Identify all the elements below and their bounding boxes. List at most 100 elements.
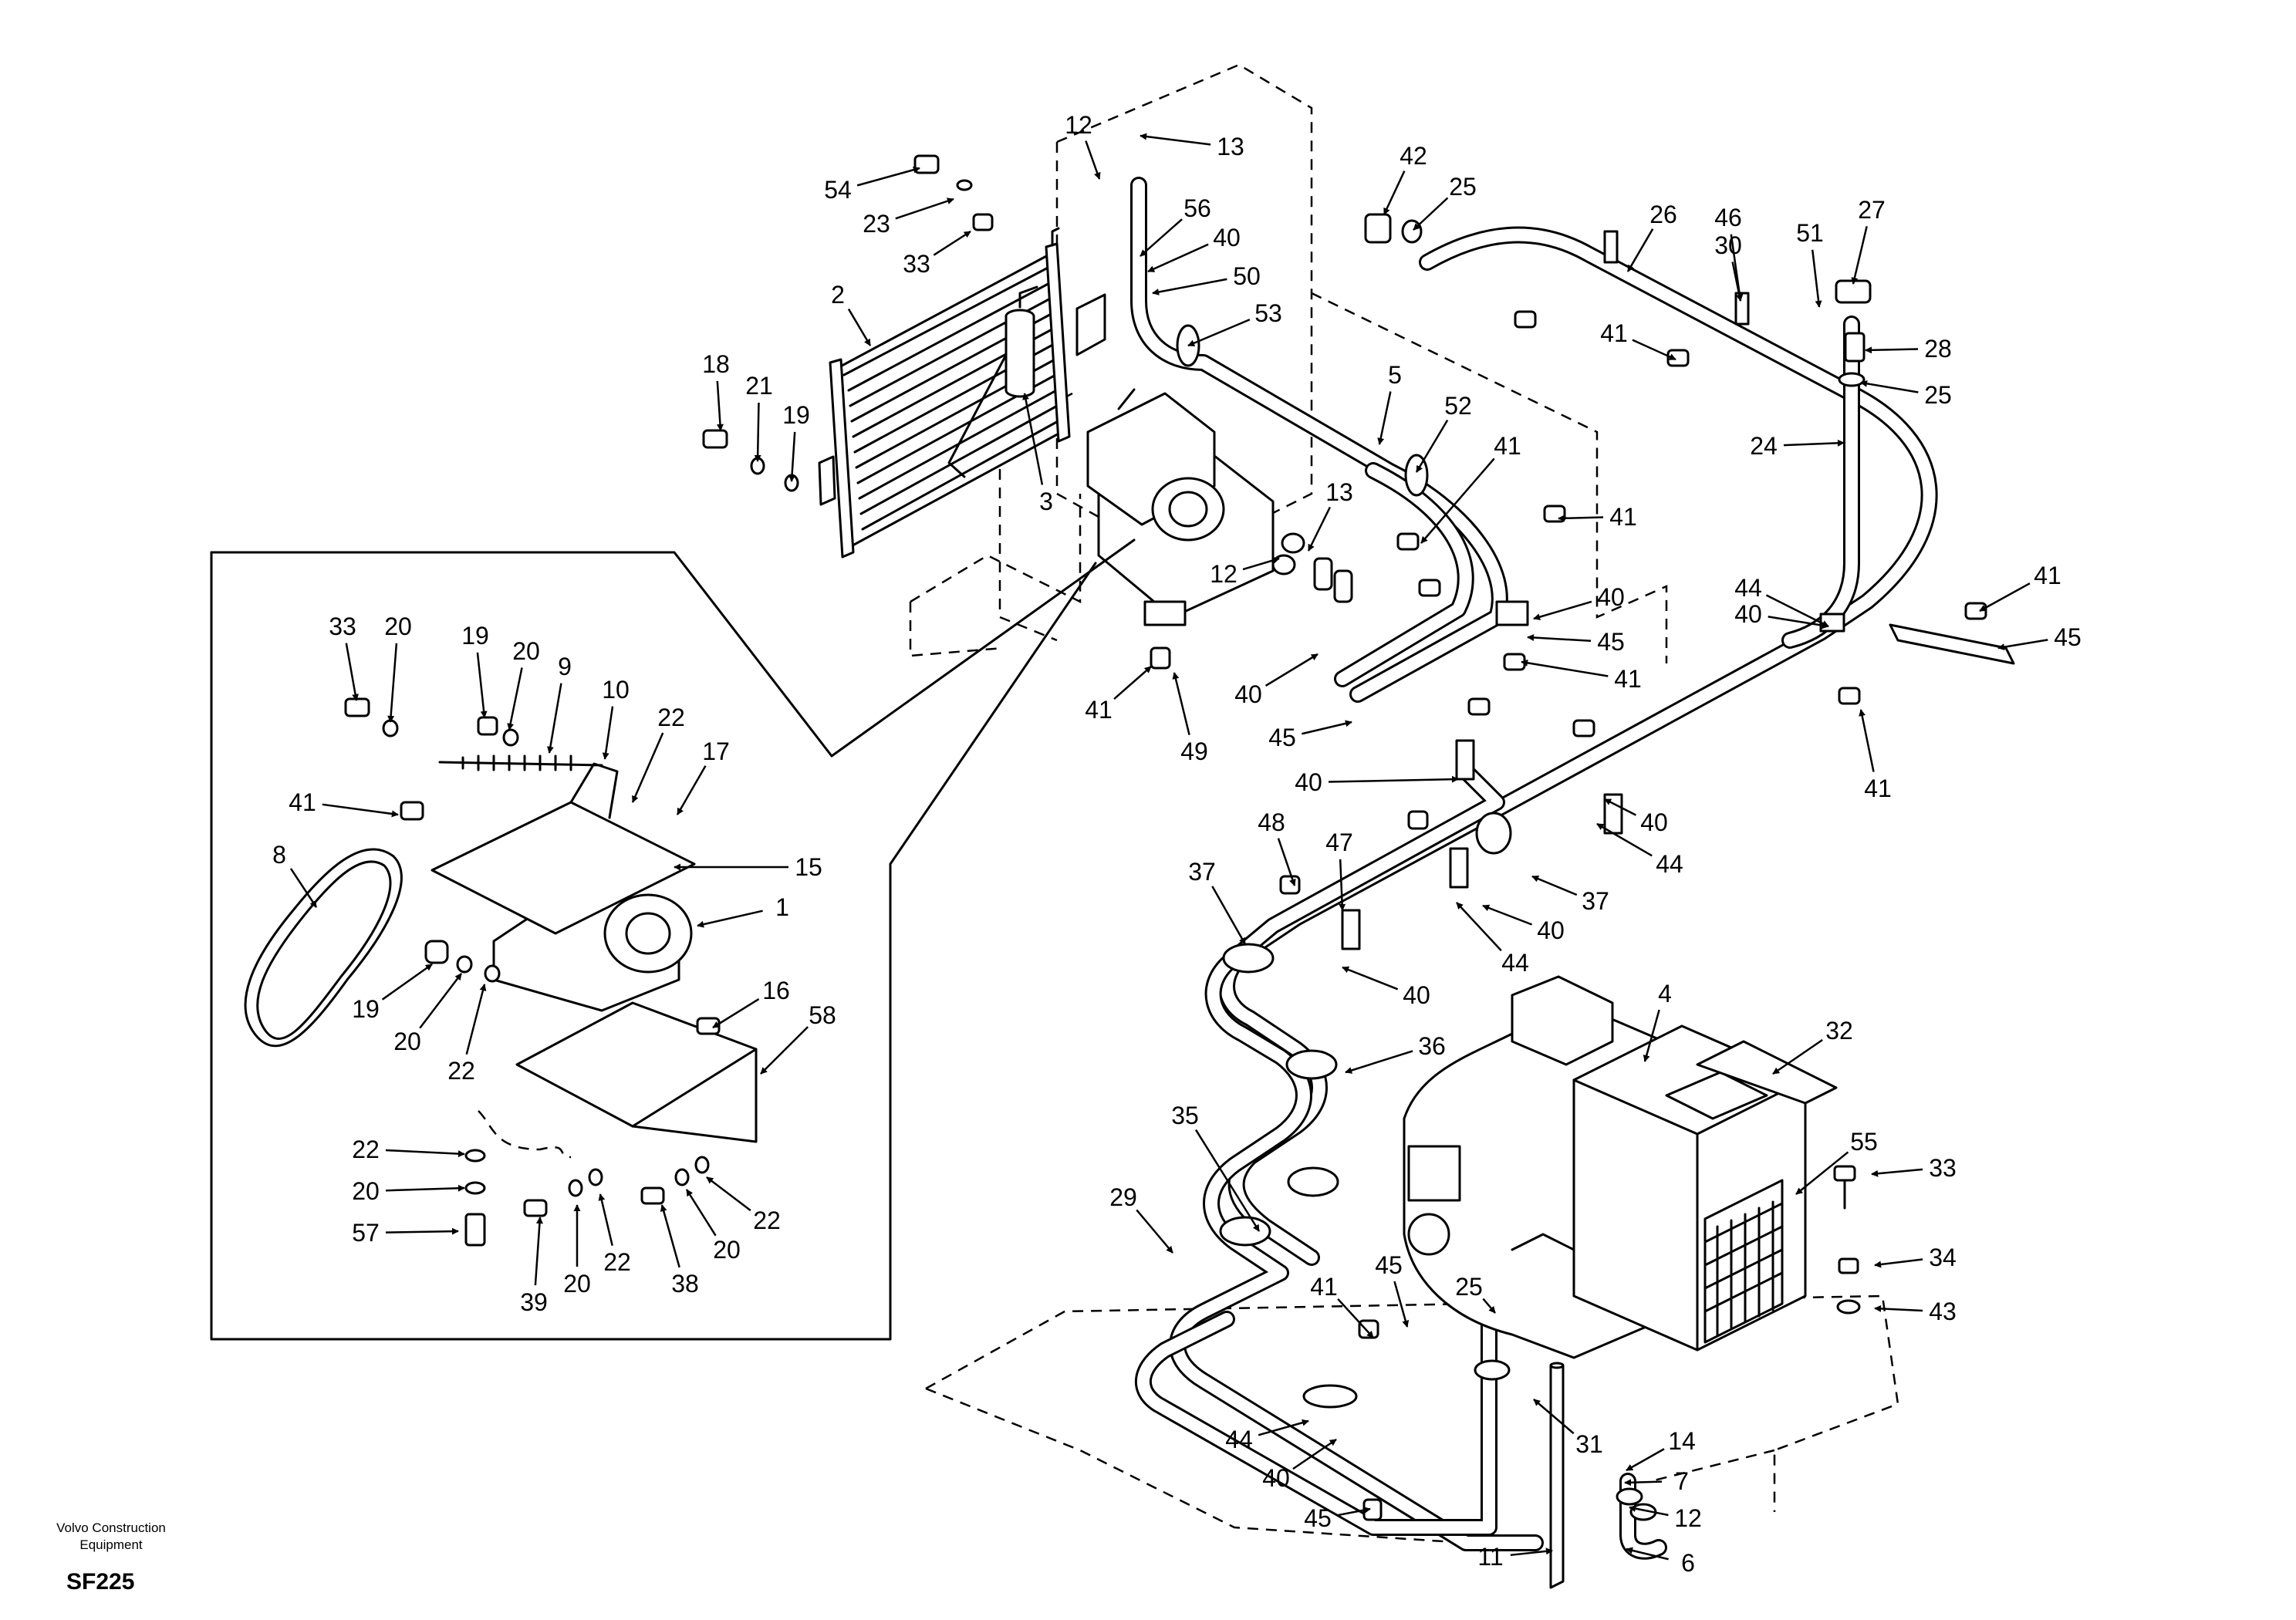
part-number-label: 50	[1233, 262, 1261, 290]
leader-line	[289, 868, 318, 908]
callout-c-28: 28	[1865, 335, 1952, 363]
callout-c-44d: 44	[1225, 1419, 1309, 1453]
leader-line	[1871, 1168, 1923, 1177]
leader-line	[1624, 1479, 1663, 1487]
leader-line	[1626, 1547, 1669, 1561]
part-number-label: 45	[1304, 1504, 1332, 1532]
part-number-label: 45	[1375, 1251, 1403, 1279]
leader-line	[1147, 243, 1209, 273]
callout-c-37a: 37	[1531, 875, 1609, 915]
part-number-label: 4	[1658, 980, 1672, 1007]
callout-c-51: 51	[1796, 219, 1824, 308]
part-number-label: 6	[1681, 1549, 1695, 1577]
part-number-label: 40	[1213, 224, 1241, 251]
part-number-label: 41	[1600, 319, 1628, 347]
callout-c-49: 49	[1172, 672, 1208, 765]
part-number-label: 29	[1109, 1183, 1137, 1211]
callout-c-41f: 41	[1979, 562, 2061, 613]
leader-line	[476, 652, 488, 718]
hvac-fasteners	[1833, 1165, 1861, 1315]
callout-d-9: 9	[546, 653, 572, 754]
callout-c-25b: 25	[1860, 380, 1952, 409]
leader-line	[1979, 582, 2031, 613]
leader-line	[1337, 1298, 1374, 1338]
leader-line	[1242, 557, 1280, 571]
compressor-top	[1086, 388, 1275, 619]
leader-line	[1393, 1281, 1410, 1328]
part-number-label: 41	[1494, 432, 1521, 460]
part-number-label: 40	[1537, 916, 1565, 944]
callout-c-44b: 44	[1596, 822, 1683, 878]
part-number-label: 41	[1864, 775, 1892, 802]
part-number-label: 20	[713, 1236, 741, 1264]
callout-d-22a: 22	[631, 704, 685, 803]
part-number-label: 24	[1750, 432, 1778, 460]
part-number-label: 25	[1449, 173, 1477, 201]
part-number-label: 45	[1597, 628, 1625, 656]
part-number-label: 48	[1258, 808, 1285, 836]
leader-line	[1339, 859, 1346, 911]
leader-line	[1632, 339, 1676, 361]
callout-c-35: 35	[1171, 1102, 1261, 1232]
callout-c-40f: 40	[1604, 798, 1668, 836]
leader-line	[1194, 1129, 1261, 1232]
part-number-label: 51	[1796, 219, 1824, 247]
leader-line	[788, 431, 796, 482]
leader-line	[1626, 228, 1654, 272]
receiver-drier	[947, 285, 1038, 478]
callout-d-57: 57	[352, 1219, 459, 1247]
part-number-label: 44	[1734, 574, 1762, 602]
part-number-label: 20	[563, 1270, 591, 1298]
callout-d-19a: 19	[461, 622, 489, 718]
callout-c-45b: 45	[1268, 720, 1352, 751]
callout-c-42: 42	[1383, 142, 1427, 215]
part-number-label: 22	[657, 704, 685, 731]
part-number-label: 20	[393, 1028, 421, 1055]
part-number-label: 22	[603, 1248, 631, 1276]
part-number-label: 40	[1640, 808, 1668, 836]
callout-c-40i: 40	[1262, 1438, 1337, 1492]
part-number-label: 25	[1924, 381, 1952, 409]
callout-c-41a: 41	[1600, 319, 1676, 361]
part-number-label: 34	[1929, 1244, 1957, 1271]
callout-c-50: 50	[1152, 262, 1261, 295]
part-number-label: 36	[1418, 1032, 1446, 1060]
leader-line	[660, 1204, 680, 1268]
inset-base-plate	[478, 1001, 758, 1159]
part-number-label: 3	[1039, 488, 1053, 515]
leader-line	[1152, 278, 1227, 295]
callout-d-22e: 22	[706, 1176, 781, 1234]
part-number-label: 16	[762, 977, 790, 1004]
callout-c-33a: 33	[903, 230, 971, 278]
part-number-label: 35	[1171, 1102, 1199, 1129]
callout-d-22d: 22	[598, 1193, 631, 1276]
part-number-label: 41	[2034, 562, 2061, 589]
leader-line	[1731, 262, 1743, 302]
part-number-label: 41	[1609, 503, 1637, 531]
callout-d-20a: 20	[384, 613, 412, 723]
callout-c-40c: 40	[1234, 653, 1319, 708]
callout-c-13a: 13	[1140, 133, 1244, 160]
part-number-label: 45	[1268, 724, 1296, 751]
callout-c-41d: 41	[1521, 659, 1642, 693]
part-number-label: 22	[352, 1136, 380, 1163]
leader-line	[507, 667, 523, 731]
part-number-label: 41	[1310, 1273, 1338, 1301]
callout-c-5: 5	[1377, 361, 1402, 445]
callout-c-48: 48	[1258, 808, 1296, 886]
part-number-label: 40	[1234, 680, 1262, 708]
part-number-label: 45	[2054, 623, 2082, 651]
leader-line	[1510, 1547, 1553, 1557]
part-number-label: 9	[558, 653, 572, 680]
part-number-label: 33	[329, 613, 356, 640]
callout-c-7: 7	[1624, 1467, 1689, 1495]
leader-line	[712, 998, 760, 1029]
leader-line	[697, 910, 763, 928]
callout-d-39: 39	[520, 1217, 548, 1316]
part-number-label: 55	[1850, 1128, 1878, 1156]
part-number-label: 41	[1614, 665, 1642, 693]
leader-line	[1521, 659, 1609, 677]
leader-line	[1859, 709, 1875, 772]
